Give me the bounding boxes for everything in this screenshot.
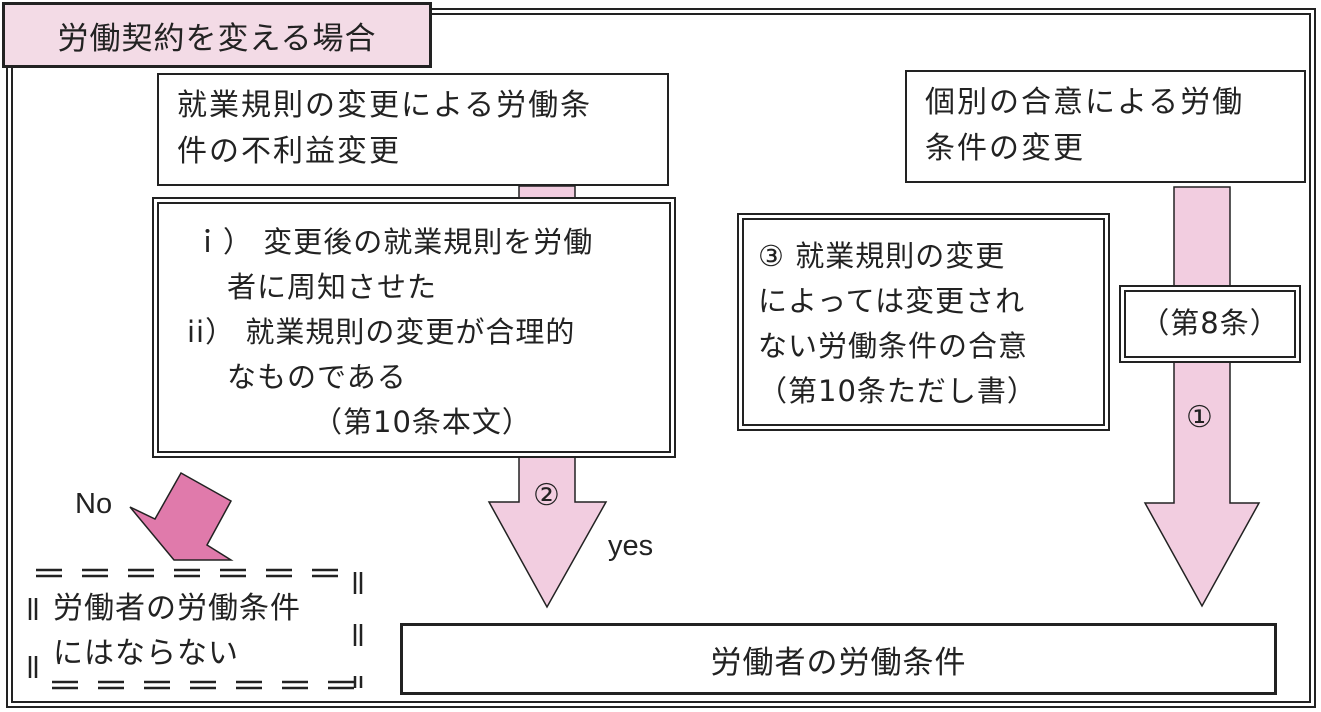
unfavorable-change-box: 就業規則の変更による労働条 件の不利益変更	[157, 73, 669, 186]
not-working-condition-line-1: 労働者の労働条件	[53, 591, 301, 626]
yes-arrow	[487, 454, 608, 609]
conditions-box: ｉ） 変更後の就業規則を労働 者に周知させた ii） 就業規則の変更が合理的 な…	[152, 197, 676, 458]
condition-i-line-2: 者に周知させた	[227, 270, 438, 304]
dashed-double-border	[28, 568, 363, 692]
unfavorable-change-line-2: 件の不利益変更	[177, 134, 401, 169]
not-working-condition-text: 労働者の労働条件 にはならない	[53, 586, 301, 676]
individual-agreement-box: 個別の合意による労働 条件の変更	[905, 70, 1306, 183]
not-working-condition-box: 労働者の労働条件 にはならない	[28, 568, 364, 692]
diagram-title-text: 労働契約を変える場合	[57, 20, 377, 57]
individual-agreement-line-1: 個別の合意による労働	[925, 85, 1245, 120]
no-arrow	[129, 471, 234, 561]
condition-ii-line-2: なものである	[227, 360, 407, 394]
exception-line-2: によっては変更され	[758, 284, 1026, 318]
arrow-number-2: ②	[533, 478, 560, 513]
working-condition-result-text: 労働者の労働条件	[710, 644, 967, 681]
not-working-condition-line-2: にはならない	[53, 636, 239, 671]
exception-line-1: ③ 就業規則の変更	[758, 239, 1006, 273]
no-label: No	[75, 488, 113, 520]
arrow-number-1: ①	[1186, 400, 1213, 435]
right-arrow-top-shaft	[1173, 186, 1231, 288]
yes-label: yes	[608, 530, 654, 562]
exception-agreement-box: ③ 就業規則の変更 によっては変更され ない労働条件の合意 （第10条ただし書）	[737, 213, 1110, 431]
outer-frame	[6, 8, 1316, 708]
exception-line-3: ない労働条件の合意	[758, 329, 1029, 363]
condition-ii-line-1: ii） 就業規則の変更が合理的	[187, 315, 576, 349]
article-8-label: （第8条）	[1140, 306, 1280, 340]
diagram-title: 労働契約を変える場合	[2, 2, 432, 68]
article-10-main-label: （第10条本文）	[313, 405, 532, 439]
working-condition-result-box: 労働者の労働条件	[400, 623, 1277, 695]
article-8-box: （第8条）	[1119, 285, 1301, 363]
individual-agreement-line-2: 条件の変更	[925, 131, 1085, 166]
article-10-proviso-label: （第10条ただし書）	[758, 374, 1037, 408]
condition-i-line-1: ｉ） 変更後の就業規則を労働	[193, 225, 594, 259]
right-arrow	[1143, 359, 1261, 608]
unfavorable-change-line-1: 就業規則の変更による労働条	[177, 88, 593, 123]
